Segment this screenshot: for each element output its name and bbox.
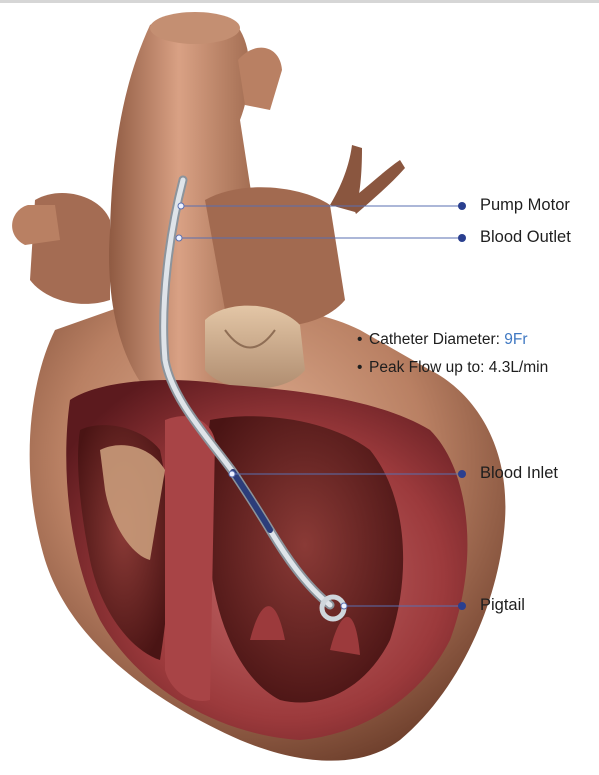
pulmonary-vein-shape — [12, 205, 60, 245]
spec-bullet: • — [357, 331, 369, 349]
label-pump-motor: Pump Motor — [480, 196, 570, 215]
spec-peak-flow: •Peak Flow up to: 4.3L/min — [357, 359, 548, 377]
catheter-diameter-value: 9Fr — [504, 331, 527, 348]
label-blood-outlet: Blood Outlet — [480, 228, 571, 247]
spec-bullet: • — [357, 359, 369, 377]
peak-flow-value: 4.3L/min — [489, 359, 548, 376]
spec-catheter-diameter: •Catheter Diameter: 9Fr — [357, 331, 528, 349]
septum-shape — [165, 416, 215, 701]
pulmonary-artery-shape — [205, 187, 345, 326]
aorta-top-shape — [150, 12, 240, 44]
aortic-branch-shape — [238, 48, 282, 110]
label-blood-inlet: Blood Inlet — [480, 464, 558, 483]
peak-flow-label: Peak Flow up to: — [369, 359, 484, 376]
label-pigtail: Pigtail — [480, 596, 525, 615]
catheter-diameter-label: Catheter Diameter: — [369, 331, 500, 348]
